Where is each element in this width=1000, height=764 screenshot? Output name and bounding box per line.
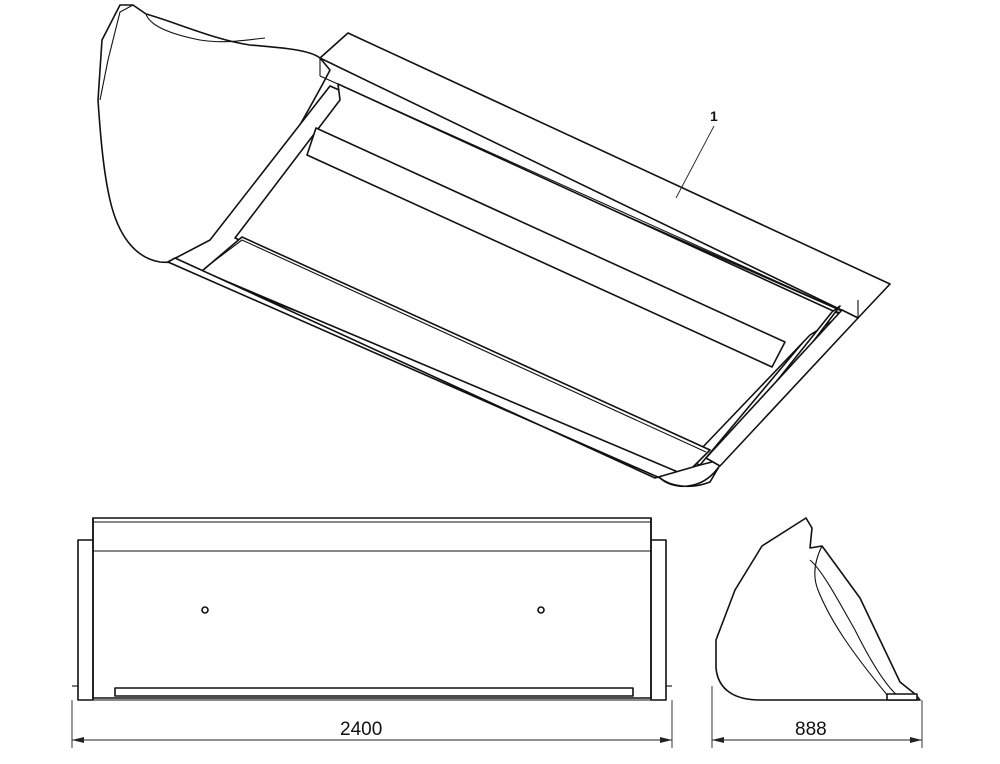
side-view bbox=[715, 517, 921, 701]
side-plate-inner-edge bbox=[99, 4, 134, 101]
front-outline bbox=[92, 517, 652, 699]
mount-hole-right bbox=[537, 606, 545, 614]
width-dimension: 2400 bbox=[71, 700, 673, 748]
callout-leader-line bbox=[675, 125, 715, 199]
depth-dimension: 888 bbox=[711, 686, 923, 748]
side-profile bbox=[715, 517, 921, 701]
top-back-plate bbox=[319, 32, 891, 319]
callout-label: 1 bbox=[710, 108, 718, 124]
mount-hole-left bbox=[201, 606, 209, 614]
cutting-edge bbox=[201, 236, 711, 476]
side-cutting-edge bbox=[886, 693, 918, 701]
front-cutting-edge bbox=[114, 687, 634, 697]
wear-strip bbox=[306, 127, 786, 368]
width-dimension-label: 2400 bbox=[340, 719, 382, 740]
side-plate-lip bbox=[145, 13, 266, 43]
front-right-side bbox=[650, 517, 667, 701]
callout-1: 1 bbox=[675, 108, 718, 199]
front-left-side bbox=[77, 517, 94, 701]
depth-dimension-label: 888 bbox=[795, 719, 827, 740]
right-side-plate bbox=[705, 309, 859, 467]
isometric-bucket-view bbox=[97, 4, 891, 488]
side-inner-curve bbox=[809, 559, 899, 697]
front-view bbox=[72, 517, 672, 701]
